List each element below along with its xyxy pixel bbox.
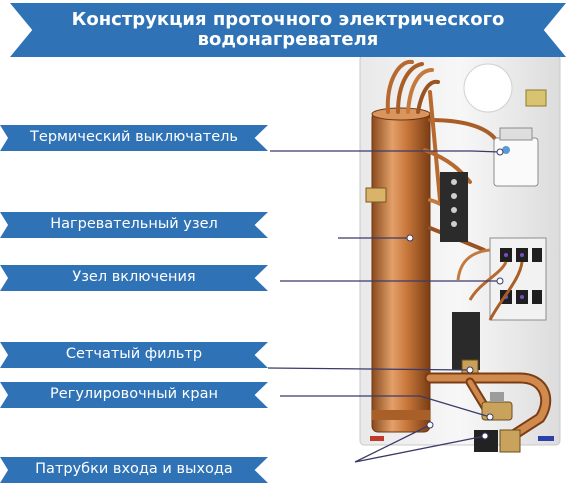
leader-thermal-switch (270, 150, 501, 153)
heating-tube-fitting (365, 187, 387, 203)
title-banner: Конструкция проточного электрического во… (10, 3, 566, 57)
thermal-switch (493, 137, 539, 187)
regulating-valve (481, 401, 513, 421)
relay-wires (456, 248, 524, 321)
label-heating-unit-text: Нагревательный узел (50, 216, 218, 233)
title-line-1: Конструкция проточного электрического (71, 9, 505, 31)
tube-clamp (372, 410, 430, 420)
panel-hole (463, 63, 513, 113)
label-inlet-outlet: Патрубки входа и выхода (0, 457, 268, 483)
leader-filter (267, 367, 471, 371)
inlet-marker (370, 436, 384, 441)
leader-dots (406, 148, 504, 440)
ground-terminal (525, 89, 547, 107)
label-mesh-filter-text: Сетчатый фильтр (65, 346, 203, 363)
valve-handle (490, 392, 504, 402)
thermal-switch-top (499, 127, 533, 141)
heating-tube (371, 111, 431, 433)
heating-tube-top (371, 107, 431, 121)
label-inlet-outlet-text: Патрубки входа и выхода (35, 461, 233, 478)
title-line-2: водонагревателя (197, 29, 379, 50)
label-thermal-switch-text: Термический выключатель (30, 129, 238, 146)
terminal-screws (451, 179, 457, 227)
leader-valve (280, 395, 491, 418)
leader-pipes (354, 424, 486, 463)
label-regulating-valve-text: Регулировочный кран (50, 386, 218, 403)
label-regulating-valve: Регулировочный кран (0, 382, 268, 408)
label-thermal-switch: Термический выключатель (0, 125, 268, 151)
inlet-pipe (474, 430, 498, 452)
outlet-marker (538, 436, 554, 441)
outlet-pipe (499, 429, 521, 453)
label-mesh-filter: Сетчатый фильтр (0, 342, 268, 368)
thermal-switch-knob (502, 146, 510, 154)
leader-lines (267, 150, 501, 463)
label-switch-unit: Узел включения (0, 265, 268, 291)
label-switch-unit-text: Узел включения (72, 269, 196, 286)
label-heating-unit: Нагревательный узел (0, 212, 268, 238)
